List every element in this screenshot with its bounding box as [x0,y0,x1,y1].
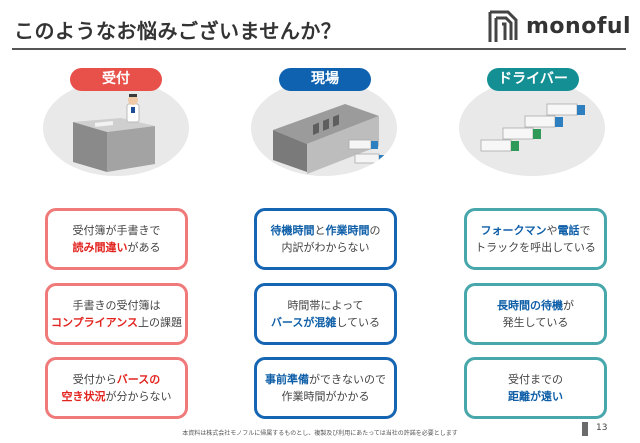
card-text: で [579,224,591,237]
card-text-line: 事前準備ができないので [265,371,386,388]
card-text: 受付簿が手書きで [72,224,161,237]
site-illustration [251,80,397,176]
page-number-bar [582,422,588,436]
card-text-line: コンプライアンス上の課題 [51,314,182,331]
card-site-waiting-work-time: 待機時間と作業時間の内訳がわからない [254,208,397,270]
reception-desk-icon [73,94,155,172]
card-text-line: 受付簿が手書きで [73,222,161,239]
card-text-line: バースが混雑している [271,314,380,331]
highlighted-text: 読み間違い [72,241,128,254]
card-text-line: フォークマンや電話で [481,222,591,239]
highlighted-text: コンプライアンス [50,316,138,329]
highlighted-text: バースの [116,373,161,386]
highlighted-text: 空き状況 [61,390,106,403]
card-text-line: 発生している [503,314,569,331]
header-pill-reception: 受付 [70,68,162,91]
card-driver-long-wait: 長時間の待機が発生している [464,283,607,345]
card-text: や [546,224,558,237]
card-text: 発生している [502,316,569,329]
driver-illustration [459,80,605,176]
card-text: と [314,224,326,237]
monoful-logo: monoful [486,10,634,44]
monoful-logo-icon [488,10,518,42]
card-reception-compliance: 手書きの受付簿はコンプライアンス上の課題 [45,283,188,345]
title-underline [12,48,626,50]
truck-queue-icon [480,103,585,152]
card-text: 手書きの受付簿は [72,299,161,312]
card-text-line: 受付までの [508,371,563,388]
card-text-line: 距離が遠い [508,388,563,405]
highlighted-text: 距離が遠い [508,390,563,403]
reception-illustration [43,80,189,176]
card-text-line: 作業時間がかかる [282,388,370,405]
card-text-line: 読み間違いがある [73,239,161,256]
card-text: トラックを呼出している [475,241,596,254]
card-text: 作業時間がかかる [281,390,370,403]
highlighted-text: 作業時間 [325,224,370,237]
logo-wordmark: monoful [526,14,632,39]
highlighted-text: フォークマン [480,224,547,237]
card-text: 時間帯によって [287,299,364,312]
card-text: の [369,224,381,237]
card-text-line: 待機時間と作業時間の [271,222,381,239]
highlighted-text: 待機時間 [270,224,315,237]
card-driver-calling: フォークマンや電話でトラックを呼出している [464,208,607,270]
card-text: が [563,299,574,312]
highlighted-text: 長時間の待機 [497,299,563,312]
header-pill-site: 現場 [279,68,371,91]
warehouse-icon [273,104,386,174]
card-text: がある [127,241,161,254]
card-text-line: 時間帯によって [287,297,363,314]
card-text: 受付から [72,373,117,386]
card-text: している [336,316,381,329]
card-reception-handwritten-misread: 受付簿が手書きで読み間違いがある [45,208,188,270]
card-text-line: 手書きの受付簿は [73,297,161,314]
card-text: 受付までの [508,373,563,386]
page-title: このようなお悩みございませんか？ [14,19,342,43]
card-site-berth-congestion: 時間帯によってバースが混雑している [254,283,397,345]
card-driver-distance: 受付までの距離が遠い [464,357,607,419]
card-text: 上の課題 [138,316,182,329]
card-text-line: 受付からバースの [73,371,160,388]
card-text-line: 長時間の待機が [497,297,574,314]
page-number: 13 [596,423,608,433]
card-text: 内訳がわからない [281,241,370,254]
footer-copyright-note: 本資料は株式会社モノフルに帰属するものとし、複製及び利用にあたっては当社の許諾を… [182,430,458,437]
card-text-line: 内訳がわからない [282,239,370,256]
highlighted-text: 事前準備 [265,373,309,386]
card-text: ができないので [309,373,386,386]
card-reception-berth-status: 受付からバースの空き状況が分からない [45,357,188,419]
header-pill-driver: ドライバー [487,68,579,91]
card-site-preparation: 事前準備ができないので作業時間がかかる [254,357,397,419]
highlighted-text: バースが混雑 [270,316,337,329]
card-text-line: 空き状況が分からない [62,388,172,405]
card-text: が分からない [105,390,172,403]
highlighted-text: 電話 [557,224,580,237]
card-text-line: トラックを呼出している [475,239,596,256]
